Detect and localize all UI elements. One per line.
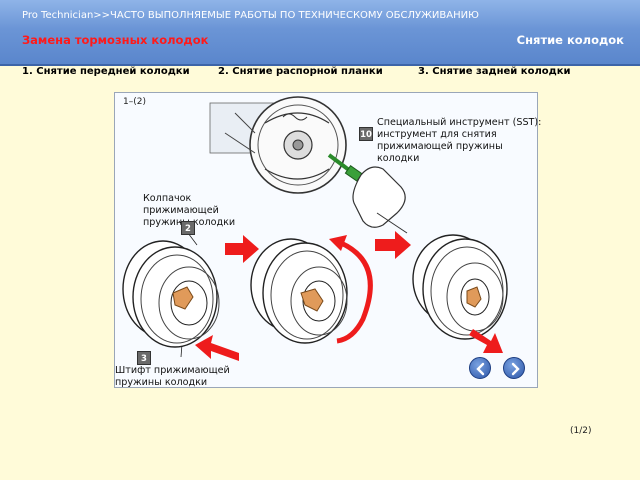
process-arrows — [195, 231, 503, 361]
prev-button[interactable] — [469, 357, 491, 379]
drum-step-2 — [250, 238, 348, 344]
arrow-right-1 — [225, 235, 259, 263]
brake-illustration — [122, 96, 508, 361]
figure-id: 1–(2) — [123, 97, 146, 107]
arrow-right-2 — [375, 231, 411, 259]
page-indicator: (1/2) — [570, 426, 592, 436]
breadcrumb[interactable]: Pro Technician>>ЧАСТО ВЫПОЛНЯЕМЫЕ РАБОТЫ… — [22, 10, 479, 21]
chevron-right-icon — [511, 362, 520, 376]
arrow-remove-shoe — [469, 329, 503, 353]
sst-tool-drawing — [327, 153, 408, 234]
drum-step-1 — [122, 240, 220, 348]
cap-callout: Колпачок прижимающей пружины колодки — [143, 193, 236, 228]
tool-callout: Специальный инструмент (SST): инструмент… — [377, 117, 542, 164]
pin-callout: Штифт прижимающей пружины колодки — [115, 365, 230, 388]
brake-assembly-drawing — [209, 96, 347, 194]
step-2: 2. Снятие распорной планки — [218, 66, 383, 77]
tool-badge: 10 — [359, 127, 373, 141]
cap-badge: 2 — [181, 221, 195, 235]
step-3: 3. Снятие задней колодки — [418, 66, 571, 77]
section-title: Замена тормозных колодок — [22, 33, 209, 47]
header-bar: Pro Technician>>ЧАСТО ВЫПОЛНЯЕМЫЕ РАБОТЫ… — [0, 0, 640, 66]
pin-badge: 3 — [137, 351, 151, 365]
page-title: Снятие колодок — [516, 33, 624, 47]
arrow-insert-pin — [195, 335, 239, 361]
arrow-rotate — [336, 240, 373, 344]
illustration-panel: 1–(2) 10 Специальный инструмент (SST): и… — [114, 92, 541, 388]
chevron-left-icon — [476, 362, 485, 376]
next-button[interactable] — [503, 357, 525, 379]
drum-step-3 — [412, 234, 508, 340]
step-1: 1. Снятие передней колодки — [22, 66, 190, 77]
